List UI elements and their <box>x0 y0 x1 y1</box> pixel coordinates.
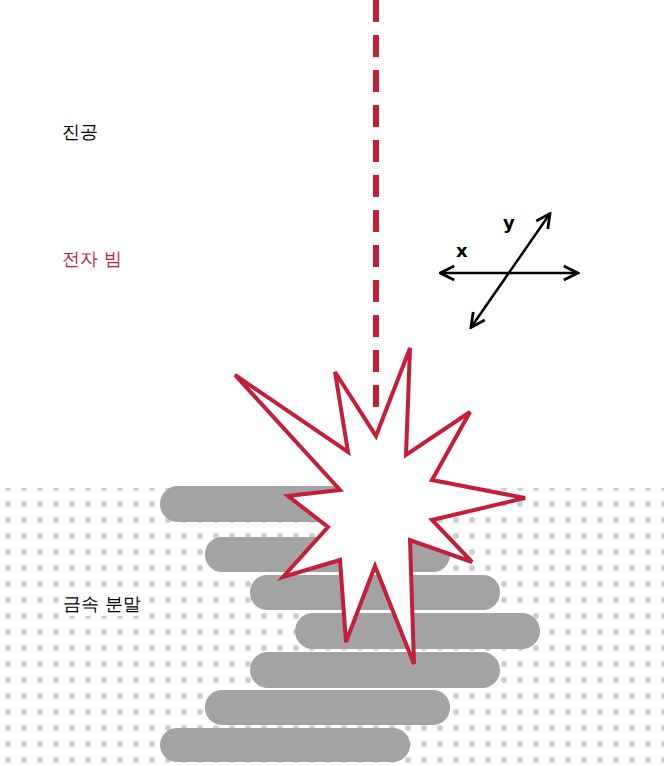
region-label: 진공 <box>62 121 98 143</box>
impact-burst <box>235 348 525 664</box>
axis-label: y <box>503 212 515 234</box>
beam-label: 전자 빔 <box>62 248 122 270</box>
powder-label: 금속 분말 <box>60 592 144 616</box>
electron-beam <box>373 0 379 412</box>
axis-label: x <box>456 240 468 262</box>
